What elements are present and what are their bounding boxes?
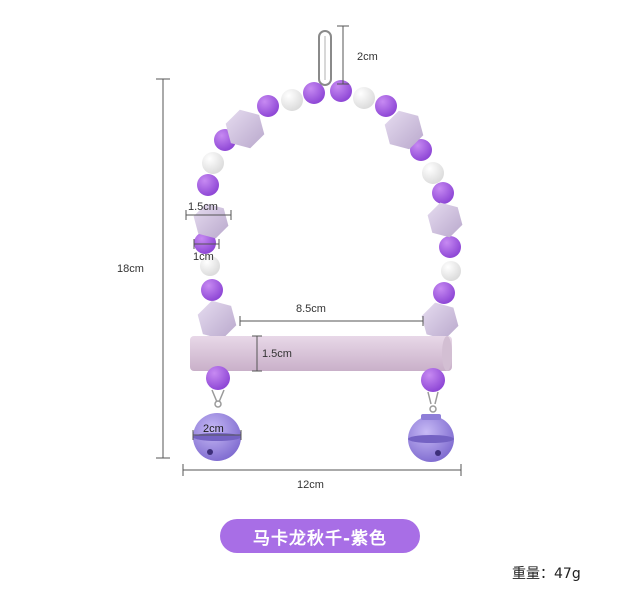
product-title: 马卡龙秋千-紫色 (220, 519, 420, 553)
dim-perch-length: 8.5cm (239, 303, 424, 326)
dim-hook-height: 2cm (337, 25, 378, 85)
hex-bead (225, 109, 265, 149)
hex-bead (197, 300, 237, 340)
weight-info: 重量：47g (512, 563, 581, 583)
purple-bead (410, 139, 432, 161)
purple-bead (330, 80, 352, 102)
white-bead (441, 261, 461, 281)
dim-total-width: 12cm (182, 464, 462, 491)
hex-bead (427, 202, 463, 238)
white-bead (353, 87, 375, 109)
hanging-hook (318, 30, 332, 86)
bead-arch (194, 80, 461, 304)
dim-perch-diameter: 1.5cm (252, 335, 292, 372)
purple-bead (303, 82, 325, 104)
perch-diameter-label: 1.5cm (262, 348, 292, 360)
dim-hex-bead: 1.5cm (185, 201, 232, 220)
dim-total-height: 18cm (117, 78, 170, 459)
purple-bead (194, 232, 216, 254)
white-bead (281, 89, 303, 111)
white-bead (202, 152, 224, 174)
hex-bead-label: 1.5cm (188, 201, 218, 213)
dim-round-bead: 1cm (193, 239, 220, 263)
right-bell (408, 368, 454, 462)
dim-bell: 2cm (192, 423, 242, 440)
total-width-label: 12cm (297, 479, 324, 491)
purple-bead (201, 279, 223, 301)
round-bead-label: 1cm (193, 251, 214, 263)
white-bead (200, 256, 220, 276)
purple-bead (197, 174, 219, 196)
total-height-label: 18cm (117, 263, 144, 275)
bell-size-label: 2cm (203, 423, 224, 435)
weight-value: 47g (554, 566, 581, 582)
left-bell (193, 366, 241, 461)
hex-beads (193, 109, 463, 340)
perch (190, 336, 452, 371)
hex-bead (384, 110, 424, 150)
hex-bead (193, 203, 229, 239)
purple-bead (432, 182, 454, 204)
hook-height-label: 2cm (357, 51, 378, 63)
hex-bead (421, 302, 459, 340)
weight-label: 重量： (512, 566, 554, 582)
perch-length-label: 8.5cm (296, 303, 326, 315)
purple-bead (433, 282, 455, 304)
purple-bead (375, 95, 397, 117)
purple-bead (439, 236, 461, 258)
purple-bead (257, 95, 279, 117)
white-bead (422, 162, 444, 184)
